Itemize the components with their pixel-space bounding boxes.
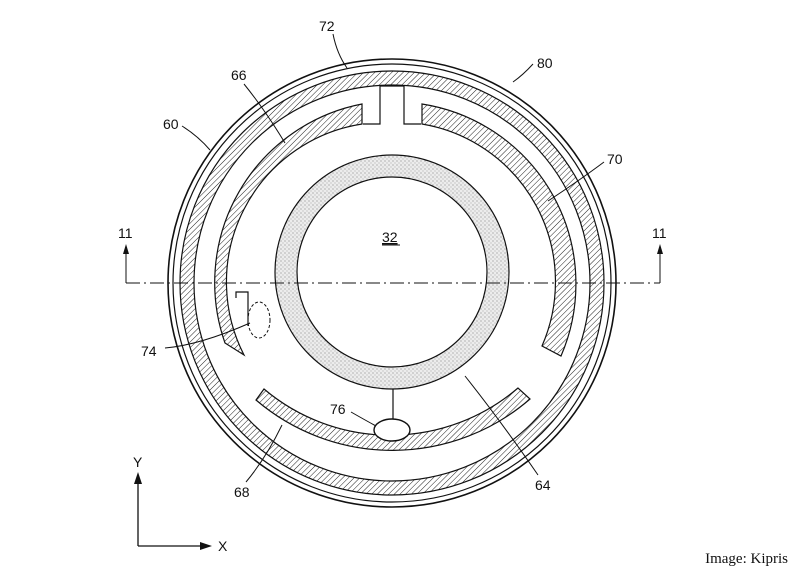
connector-tab-74 <box>235 291 249 326</box>
leader-72 <box>332 33 348 69</box>
image-credit: Image: Kipris <box>705 551 788 567</box>
leader-70 <box>547 161 605 202</box>
top-connector <box>363 85 421 125</box>
leader-74 <box>164 322 251 349</box>
y-axis-label: Y <box>133 454 143 470</box>
label-64: 64 <box>535 477 551 493</box>
x-axis-arrow <box>200 542 212 550</box>
antenna-segment-right <box>421 103 577 357</box>
component-76 <box>373 418 411 442</box>
label-76: 76 <box>330 401 346 417</box>
label-60: 60 <box>163 116 179 132</box>
label-11-left: 11 <box>118 225 133 241</box>
leader-68 <box>245 424 283 483</box>
center-ring-64 <box>275 155 509 389</box>
x-axis-label: X <box>218 538 228 554</box>
dashed-component-74 <box>247 301 271 339</box>
leader-80 <box>512 63 534 83</box>
label-68: 68 <box>234 484 250 500</box>
antenna-segment-bottom <box>255 387 531 451</box>
label-66: 66 <box>231 67 247 83</box>
leader-76 <box>350 411 377 427</box>
leader-66 <box>243 83 286 144</box>
center-ring-outer-edge <box>274 154 510 390</box>
center-ring-inner-edge <box>296 176 488 368</box>
antenna-segment-left <box>214 103 363 357</box>
label-80: 80 <box>537 55 553 71</box>
label-74: 74 <box>141 343 157 359</box>
leader-60 <box>181 125 211 151</box>
label-11-right: 11 <box>652 225 667 241</box>
label-70: 70 <box>607 151 623 167</box>
section-arrow-left <box>123 244 129 254</box>
label-72: 72 <box>319 18 335 34</box>
section-arrow-right <box>657 244 663 254</box>
y-axis-arrow <box>134 472 142 484</box>
label-32: 32 <box>382 229 398 245</box>
leader-64 <box>464 375 539 476</box>
